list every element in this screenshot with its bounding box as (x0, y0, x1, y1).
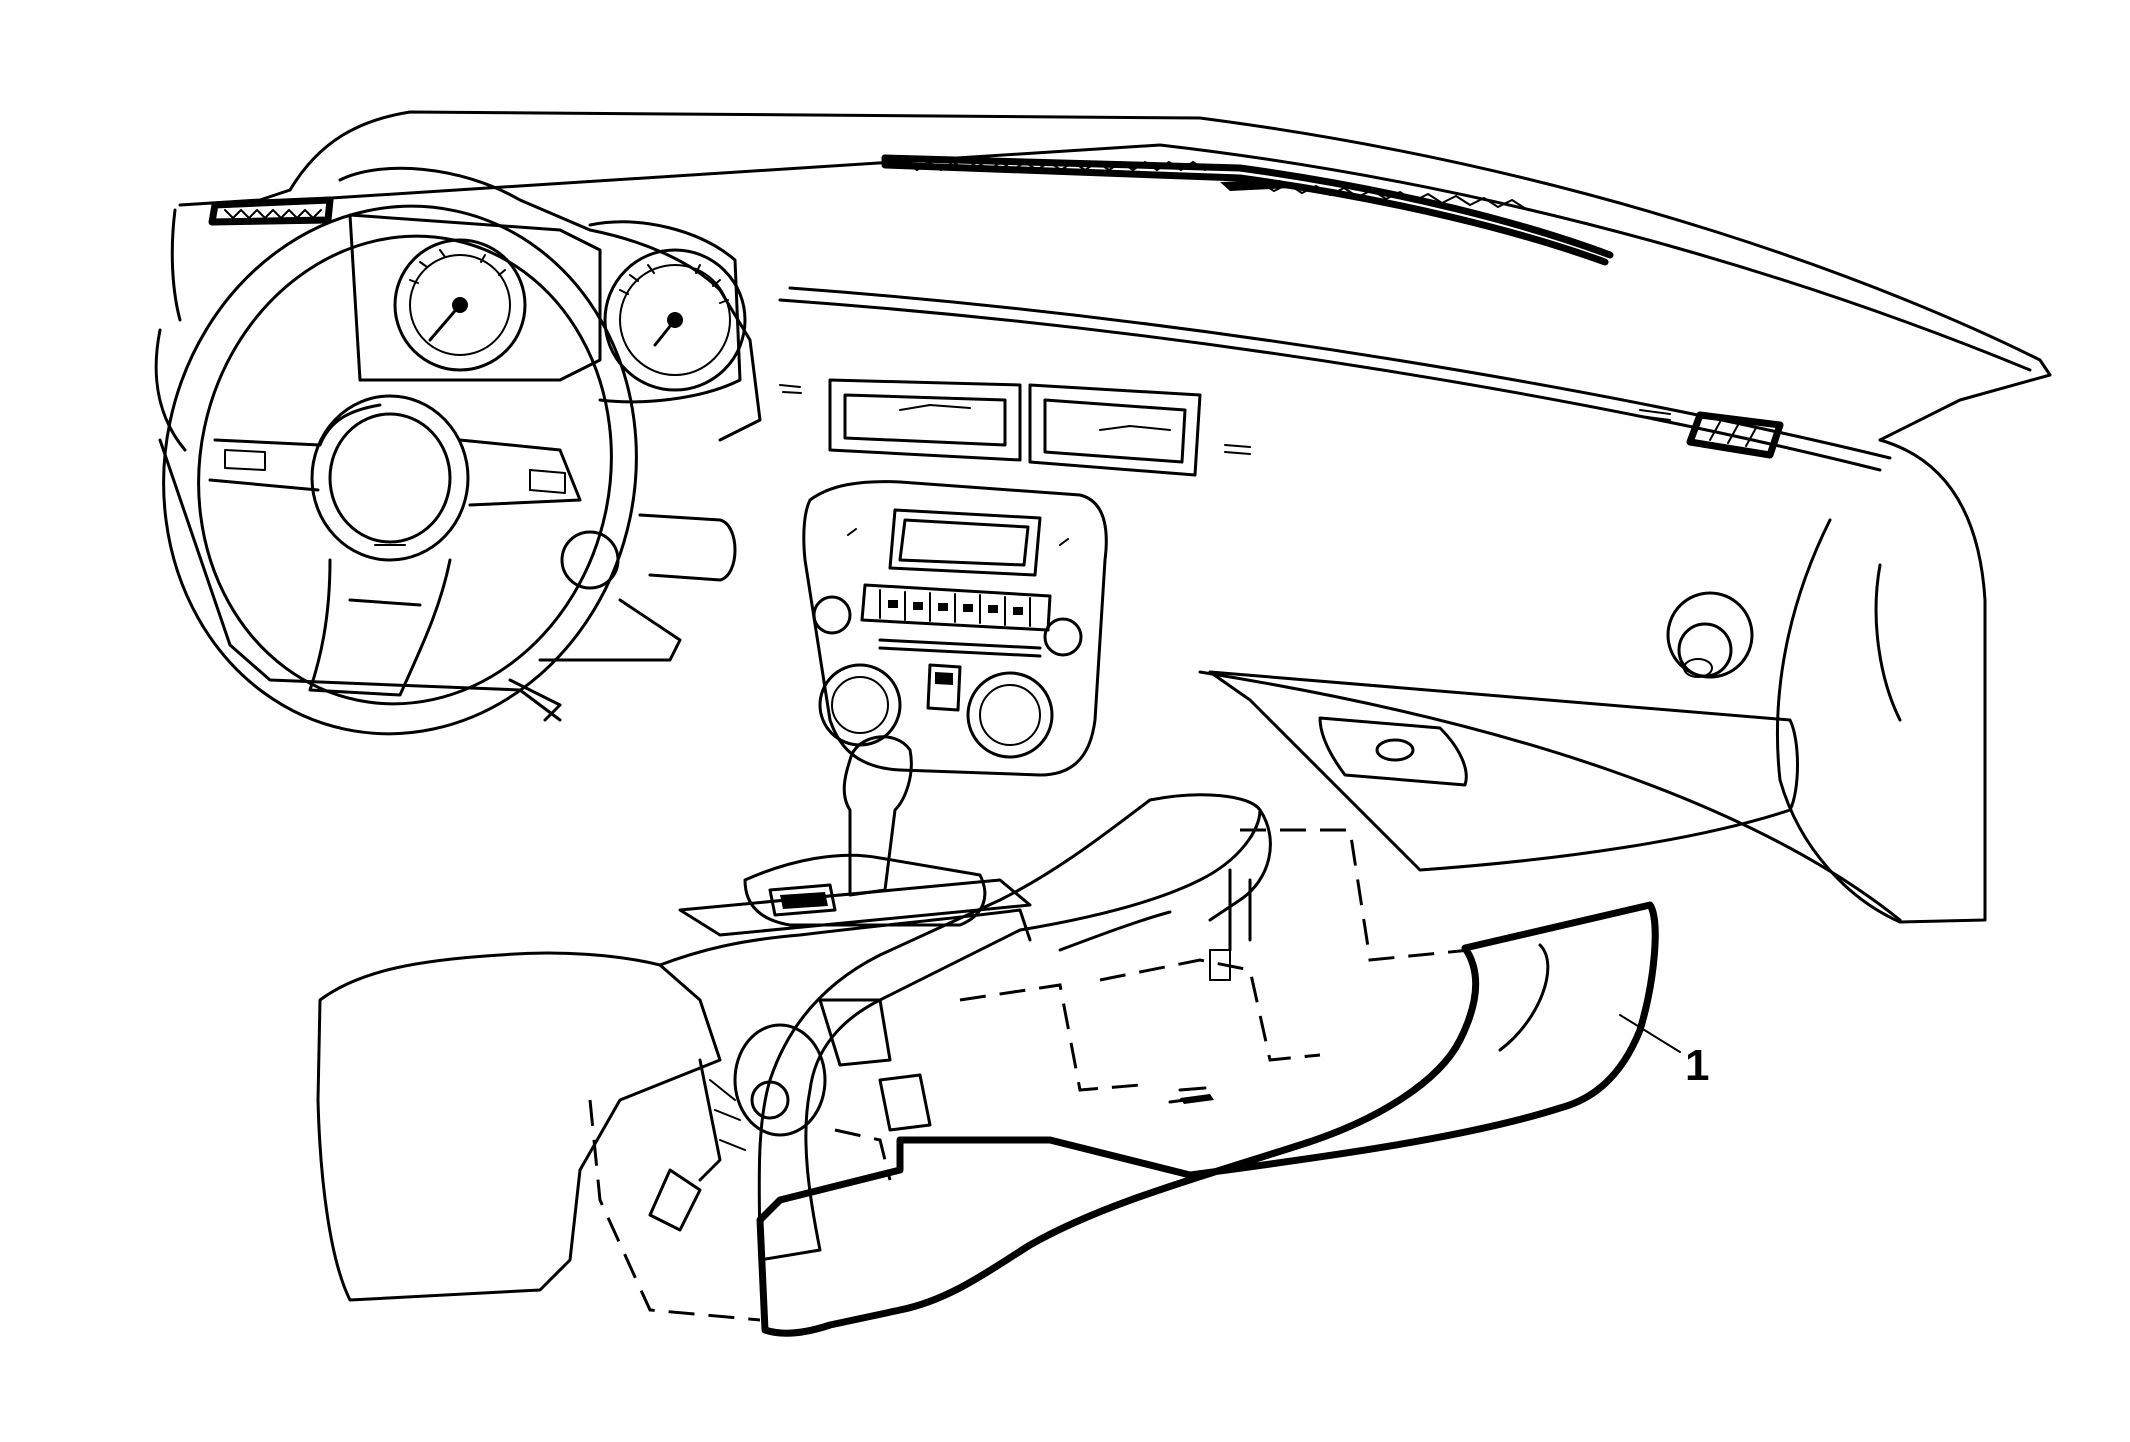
floor-console (316, 793, 1272, 1302)
defroster-vent (881, 154, 1614, 266)
shift-lever (678, 735, 1032, 937)
steering-wheel (162, 204, 638, 736)
left-air-vent (208, 196, 334, 226)
center-air-vents (779, 378, 1251, 477)
installation-guide-lines (588, 828, 1471, 1322)
lower-left-dash (154, 328, 737, 722)
instrument-cluster (338, 166, 762, 442)
instrument-panel-upper (170, 110, 2052, 924)
callout-1: 1 (1619, 1014, 1709, 1090)
glove-box (1208, 591, 1799, 872)
console-side-trim-panel (756, 901, 1659, 1337)
right-air-vent (1639, 409, 1784, 459)
callout-label: 1 (1685, 1041, 1709, 1090)
center-stack (802, 480, 1108, 777)
